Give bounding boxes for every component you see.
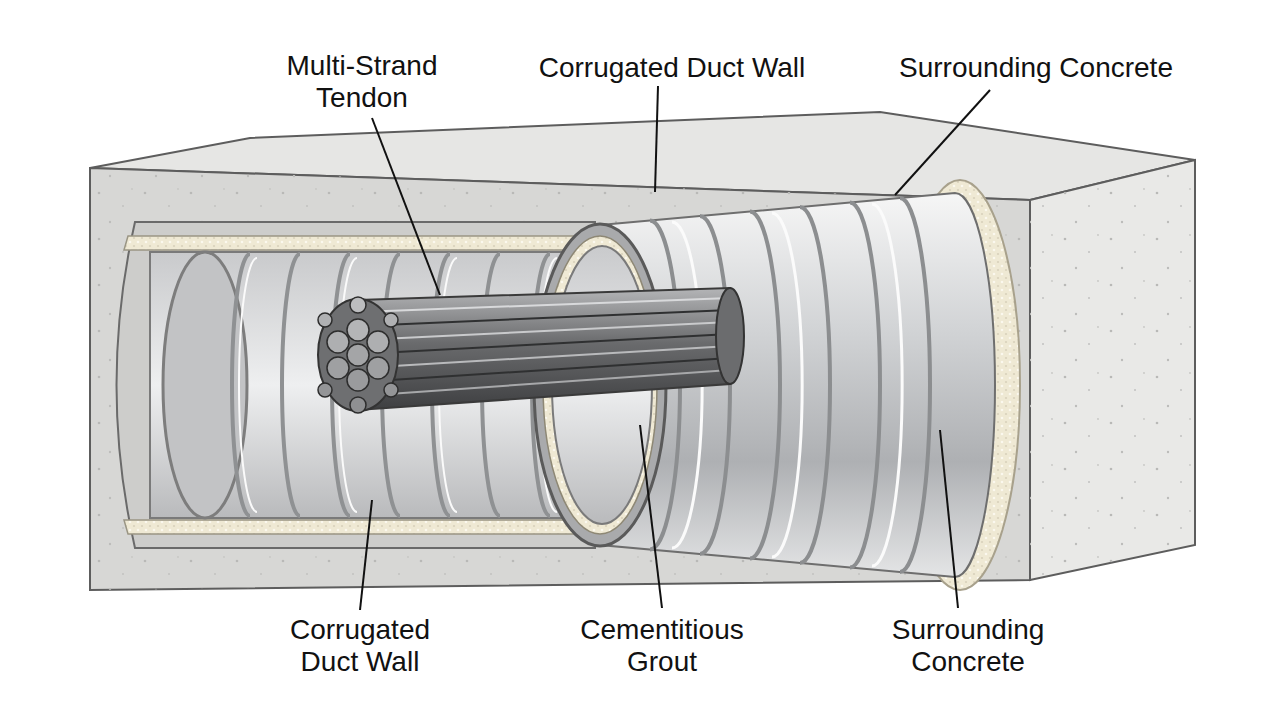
strand-section (347, 369, 369, 391)
strand-section (347, 344, 369, 366)
concrete-side-face (1030, 160, 1195, 580)
strand-section (350, 297, 366, 313)
duct-rib (800, 207, 830, 563)
leader-line (360, 500, 372, 610)
strand-section (384, 383, 398, 397)
duct-far-end (163, 252, 247, 518)
duct-rib (900, 198, 930, 572)
strand-line (360, 334, 730, 354)
part-label: Cementitious Grout (562, 614, 762, 678)
concrete-texture (1030, 160, 1195, 580)
strand-line (360, 298, 730, 312)
part-label: Corrugated Duct Wall (502, 52, 842, 84)
part-label: Surrounding Concrete (866, 52, 1206, 84)
tendon-body (358, 288, 730, 410)
duct-rib-highlight (872, 204, 902, 566)
leader-line (640, 425, 662, 608)
leader-line (895, 90, 990, 195)
tendon-end (716, 288, 744, 384)
strand-line (360, 310, 730, 326)
duct-rib (232, 254, 250, 516)
strand-section (327, 357, 349, 379)
grout-layer (124, 236, 590, 250)
leader-line (940, 430, 958, 608)
strand-line (360, 370, 730, 396)
duct-rib (282, 254, 300, 516)
leader-line (372, 118, 440, 295)
strand-section (350, 397, 366, 413)
strand-section (384, 313, 398, 327)
strand-line (360, 358, 730, 382)
leader-line (655, 86, 658, 192)
concrete-front-face (90, 168, 1030, 590)
tendon-cross-section (318, 299, 398, 411)
strand-section (347, 319, 369, 341)
part-label: Corrugated Duct Wall (270, 614, 450, 678)
strand-section (327, 331, 349, 353)
strand-line (360, 346, 730, 368)
part-label: Surrounding Concrete (873, 614, 1063, 678)
strand-section (367, 331, 389, 353)
duct-rib (750, 212, 780, 559)
duct-rib (850, 203, 880, 568)
concrete-texture (90, 168, 1030, 590)
part-label: Multi-Strand Tendon (262, 50, 462, 114)
grout-layer (124, 520, 590, 534)
strand-section (318, 383, 332, 397)
duct-rib-highlight (772, 213, 802, 557)
strand-section (367, 357, 389, 379)
strand-section (318, 313, 332, 327)
duct-rib-highlight (239, 258, 257, 512)
